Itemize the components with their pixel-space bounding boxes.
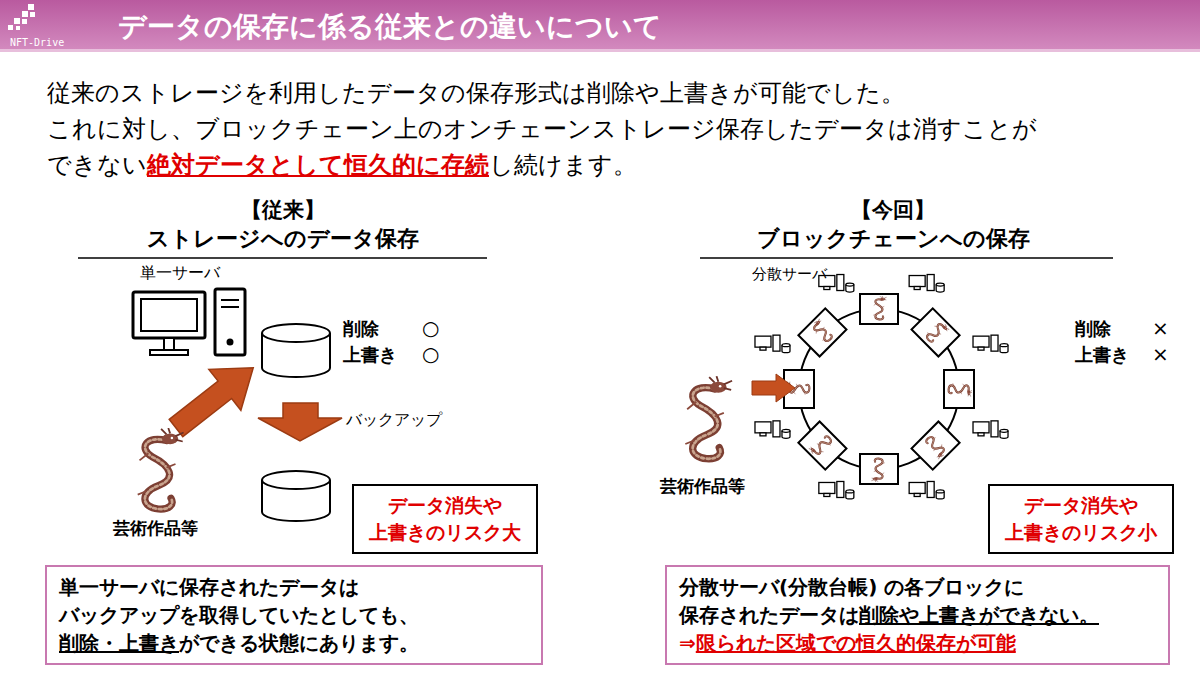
block [798, 308, 846, 356]
allowed-mark: ○ [422, 342, 439, 366]
text-line: 削除・上書きができる状態にあります。 [59, 629, 529, 657]
database-cylinder [262, 324, 330, 377]
artwork-dragon [685, 376, 732, 459]
note-box: 分散サーバ(分散台帳) の各ブロックに保存されたデータは削除や上書きができない。… [665, 565, 1170, 665]
block [944, 370, 974, 408]
text-line: データ消失や [1002, 492, 1160, 519]
server-icon [755, 335, 790, 353]
allowed-mark: ○ [422, 316, 439, 340]
intro-text: 従来のストレージを利用したデータの保存形式は削除や上書きが可能でした。 [47, 79, 905, 108]
backup-label: バックアップ [346, 410, 442, 429]
text-line: 分散サーバ(分散台帳) の各ブロックに [679, 573, 1156, 601]
risk-box: データ消失や上書きのリスク大 [352, 484, 538, 554]
server-icon [909, 481, 944, 499]
intro-text: これに対し、ブロックチェーン上のオンチェーンストレージ保存したデータは消すことが [47, 115, 1037, 144]
node-text: 限られた区域での恒久的保存が可能 [696, 631, 1016, 655]
text-line: 上書きのリスク大 [366, 519, 524, 546]
server-icon [909, 275, 944, 293]
operation-label: 上書き [343, 344, 397, 366]
node-text: 分散サーバ(分散台帳) の各ブロックに [679, 575, 1024, 599]
computer-icon [133, 289, 245, 355]
node-text: 単一サーバに保存されたデータは [59, 575, 359, 599]
server-icon [819, 481, 854, 499]
denied-mark: × [1152, 342, 1169, 366]
block [798, 422, 846, 470]
node-text: 上書きのリスク小 [1005, 521, 1157, 543]
artwork-label: 芸術作品等 [660, 476, 745, 496]
text-line: 単一サーバに保存されたデータは [59, 573, 529, 601]
node-text: バックアップを取得していたとしても、 [59, 603, 419, 627]
block [860, 454, 898, 484]
section-heading: ブロックチェーンへの保存 [757, 226, 1030, 252]
node-text: ⇒ [679, 631, 696, 655]
slide-title: データの保存に係る従来との違いについて [118, 8, 662, 46]
intro-text: できない [47, 151, 147, 179]
operation-label: 削除 [1075, 318, 1111, 340]
intro-line: できない絶対データとして恒久的に存続し続けます。 [47, 151, 637, 180]
ring-line [799, 309, 959, 469]
backup-arrow [258, 403, 342, 441]
header-band [0, 0, 1200, 52]
header-rule [0, 49, 1200, 52]
section-heading: ストレージへのデータ保存 [147, 226, 419, 252]
intro-emphasis: 絶対データとして恒久的に存続 [147, 151, 489, 179]
server-label: 分散サーバ [752, 265, 827, 283]
store-arrow [160, 347, 269, 448]
node-text: 上書きのリスク大 [369, 521, 521, 543]
text-line: ⇒限られた区域での恒久的保存が可能 [679, 629, 1156, 657]
text-line: 保存されたデータは削除や上書きができない。 [679, 601, 1156, 629]
node-text: 削除・上書き [59, 631, 179, 655]
operation-label: 削除 [343, 318, 379, 340]
block [912, 308, 960, 356]
text-line: バックアップを取得していたとしても、 [59, 601, 529, 629]
store-arrow [752, 374, 795, 402]
server-icon [973, 421, 1008, 439]
text-line: データ消失や [366, 492, 524, 519]
block [912, 422, 960, 470]
backup-cylinder [262, 471, 330, 521]
node-text: データ消失や [388, 494, 502, 516]
node-text: 削除や上書きができない。 [859, 603, 1099, 627]
heading-rule [700, 257, 1113, 259]
intro-text: し続けます。 [489, 151, 637, 179]
node-text: データ消失や [1024, 494, 1138, 516]
server-icon [755, 421, 790, 439]
artwork-label: 芸術作品等 [113, 518, 198, 538]
heading-rule [78, 257, 487, 259]
text-line: 上書きのリスク小 [1002, 519, 1160, 546]
artwork-dragon [138, 428, 184, 509]
operation-label: 上書き [1075, 344, 1129, 366]
node-text: ができる状態にあります。 [179, 631, 419, 655]
block [860, 294, 898, 324]
denied-mark: × [1152, 316, 1169, 340]
server-label: 単一サーバ [140, 263, 220, 282]
server-icon [973, 335, 1008, 353]
logo-text: NFT-Drive [10, 37, 64, 49]
section-heading: 【従来】 [241, 198, 325, 223]
node-text: 保存されたデータは [679, 603, 859, 627]
logo-squares [8, 4, 35, 30]
note-box: 単一サーバに保存されたデータはバックアップを取得していたとしても、削除・上書きが… [45, 565, 543, 665]
risk-box: データ消失や上書きのリスク小 [988, 484, 1174, 554]
section-heading: 【今回】 [851, 198, 935, 223]
